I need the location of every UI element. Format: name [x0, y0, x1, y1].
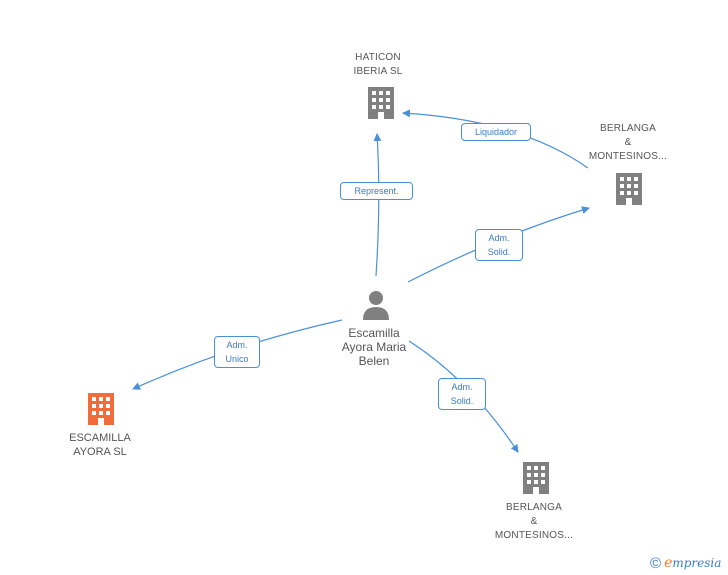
edge-label-liquidador: Liquidador — [461, 123, 531, 141]
building-icon — [616, 173, 642, 205]
edge-label-represent: Represent. — [340, 182, 413, 200]
building-icon — [523, 462, 549, 494]
node-label-escamilla-sl[interactable]: ESCAMILLA AYORA SL — [69, 432, 131, 458]
empresia-logo: ©empresia — [650, 555, 721, 572]
edge-represent — [373, 133, 382, 277]
brand-e: e — [664, 555, 673, 571]
edge-label-adm-solid-top: Adm. Solid. — [475, 229, 523, 261]
person-icon — [363, 291, 389, 320]
copyright-icon: © — [650, 555, 662, 572]
building-icon — [368, 87, 394, 119]
node-label-berlanga-top[interactable]: BERLANGA & MONTESINOS... — [588, 123, 668, 162]
edge-label-adm-unico: Adm. Unico — [214, 336, 260, 368]
node-label-berlanga-bottom[interactable]: BERLANGA & MONTESINOS... — [494, 502, 574, 541]
node-label-person[interactable]: Escamilla Ayora Maria Belen — [341, 326, 407, 368]
building-icon-highlighted — [88, 393, 114, 425]
brand-name: mpresia — [672, 556, 722, 570]
edge-label-adm-solid-bottom: Adm. Solid. — [438, 378, 486, 410]
node-label-haticon[interactable]: HATICON IBERIA SL — [353, 52, 403, 77]
